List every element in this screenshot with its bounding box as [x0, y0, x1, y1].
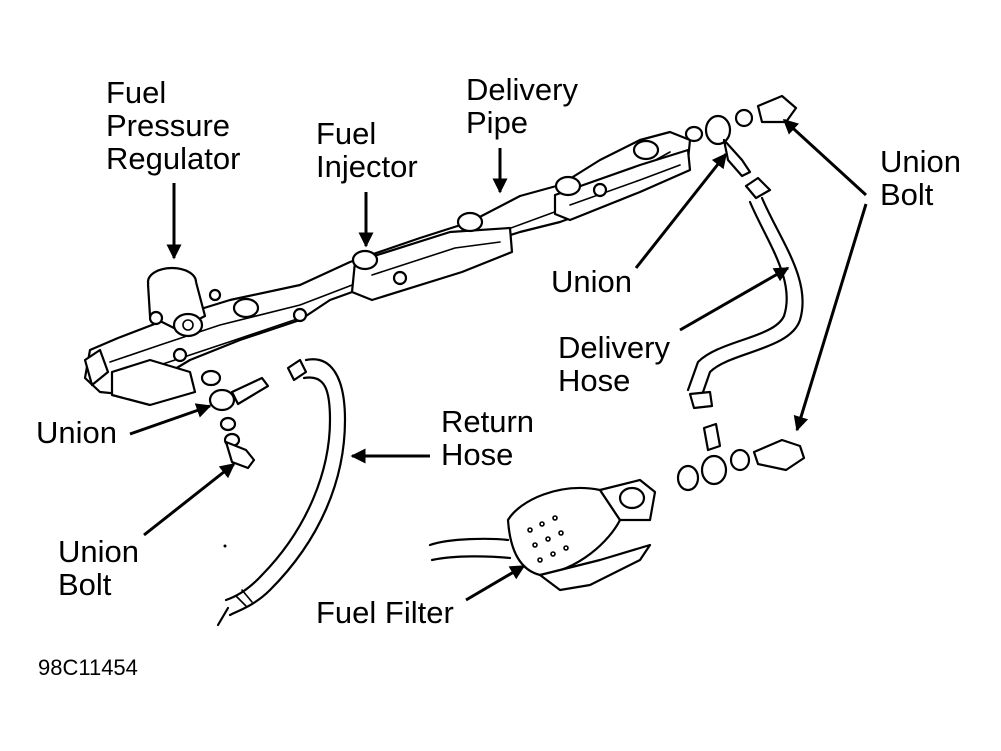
arrow-union-bolt-bottom: [143, 462, 236, 537]
label-line: Union: [58, 534, 139, 569]
label-line: Fuel: [106, 75, 167, 110]
pointer-arrows: [129, 118, 868, 602]
label-delivery-pipe: Delivery Pipe: [466, 73, 578, 139]
label-line: Pipe: [466, 105, 529, 140]
stray-dot: [223, 544, 227, 548]
fuel-pressure-regulator-drawing: [146, 266, 207, 338]
label-line: Bolt: [58, 567, 112, 602]
label-union-bolt-bottom: Union Bolt: [58, 535, 139, 601]
fuel-filter-drawing: [428, 478, 657, 592]
label-line: Hose: [441, 437, 514, 472]
label-line: Union: [880, 144, 961, 179]
label-union-right: Union: [551, 264, 632, 299]
arrow-fuel-filter: [465, 564, 526, 602]
arrow-union-right: [634, 152, 728, 269]
arrow-delivery-hose: [679, 266, 790, 332]
label-return-hose: Return Hose: [441, 405, 534, 471]
label-delivery-hose: Delivery Hose: [558, 331, 670, 397]
label-line: Hose: [558, 363, 631, 398]
label-fuel-pressure-regulator: Fuel Pressure Regulator: [106, 76, 240, 175]
left-union-drawing: [200, 369, 270, 470]
arrow-union-left: [129, 403, 212, 436]
label-line: Fuel: [316, 116, 377, 151]
figure-code: 98C11454: [38, 655, 138, 680]
label-line: Injector: [316, 149, 418, 184]
arrow-union-bolt-top-1: [782, 118, 868, 197]
label-union-left: Union: [36, 415, 117, 450]
label-line: Delivery: [558, 330, 670, 365]
delivery-hose-drawing: [686, 176, 804, 452]
label-line: Delivery: [466, 72, 578, 107]
delivery-pipe-drawing: [83, 130, 692, 407]
label-line: Pressure: [106, 108, 231, 143]
label-line: Bolt: [880, 177, 934, 212]
label-fuel-injector: Fuel Injector: [316, 117, 418, 183]
right-union-drawing: [684, 94, 798, 178]
label-fuel-filter: Fuel Filter: [316, 595, 454, 630]
arrow-union-bolt-top-2: [793, 203, 868, 432]
return-hose-drawing: [216, 358, 347, 627]
label-line: Regulator: [106, 141, 241, 176]
lower-union-drawing: [676, 438, 806, 492]
label-union-bolt-top: Union Bolt: [880, 145, 961, 211]
label-line: Return: [441, 404, 535, 439]
